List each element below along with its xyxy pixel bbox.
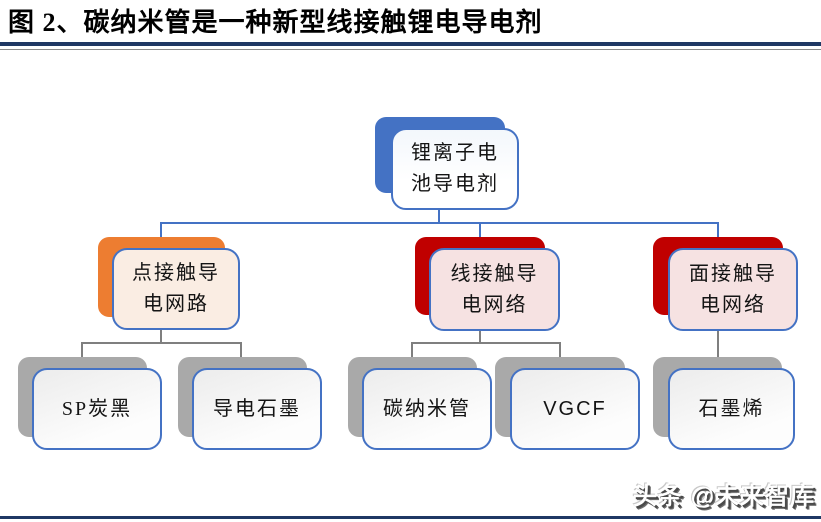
point-branch-label-line1: 点接触导 [132, 262, 220, 284]
connector-point-bus [81, 342, 242, 344]
root-node: 锂离子电 池导电剂 [391, 128, 519, 210]
watermark: 头条 @未来智库 [632, 483, 815, 510]
bottom-rule [0, 516, 821, 519]
line-branch-label-line1: 线接触导 [450, 262, 539, 285]
figure-title: 图 2、碳纳米管是一种新型线接触锂电导电剂 [8, 8, 543, 37]
leaf-graphite-label: 导电石墨 [213, 397, 301, 420]
connector-drop-point-branch [160, 223, 162, 238]
surface-branch-label-line2: 电网络 [700, 293, 766, 316]
connector-drop-surface-branch [717, 223, 719, 238]
connector-drop-cnt [411, 343, 413, 358]
connector-drop-line-branch [479, 223, 481, 238]
title-underline-thin [0, 49, 821, 50]
leaf-vgcf: VGCF [510, 368, 640, 450]
root-node-label-line2: 池导电剂 [411, 173, 499, 195]
surface-branch-label-line1: 面接触导 [689, 262, 777, 285]
connector-level2-bus [160, 222, 719, 224]
connector-line-bus [411, 342, 561, 344]
leaf-sp-carbon: SP炭黑 [32, 368, 162, 450]
connector-drop-sp-carbon [81, 343, 83, 358]
connector-line-stem [479, 331, 481, 343]
root-node-label-line1: 锂离子电 [411, 142, 499, 164]
connector-point-stem [160, 330, 162, 343]
leaf-graphite: 导电石墨 [192, 368, 322, 450]
leaf-vgcf-label: VGCF [543, 397, 607, 420]
connector-surface-stem [717, 331, 719, 358]
leaf-sp-carbon-label: SP炭黑 [61, 397, 133, 420]
point-branch-node: 点接触导 电网路 [112, 248, 240, 330]
leaf-graphene: 石墨烯 [668, 368, 795, 450]
line-branch-label-line2: 电网络 [461, 293, 528, 316]
connector-root-stem [438, 210, 440, 223]
leaf-cnt: 碳纳米管 [362, 368, 492, 450]
surface-branch-node: 面接触导 电网络 [668, 248, 798, 331]
leaf-graphene-label: 石墨烯 [698, 397, 765, 420]
leaf-cnt-label: 碳纳米管 [383, 397, 471, 420]
connector-drop-graphite [240, 343, 242, 358]
connector-drop-vgcf [559, 343, 561, 358]
point-branch-label-line2: 电网路 [143, 293, 209, 315]
line-branch-node: 线接触导 电网络 [429, 248, 560, 331]
title-underline-thick [0, 42, 821, 46]
